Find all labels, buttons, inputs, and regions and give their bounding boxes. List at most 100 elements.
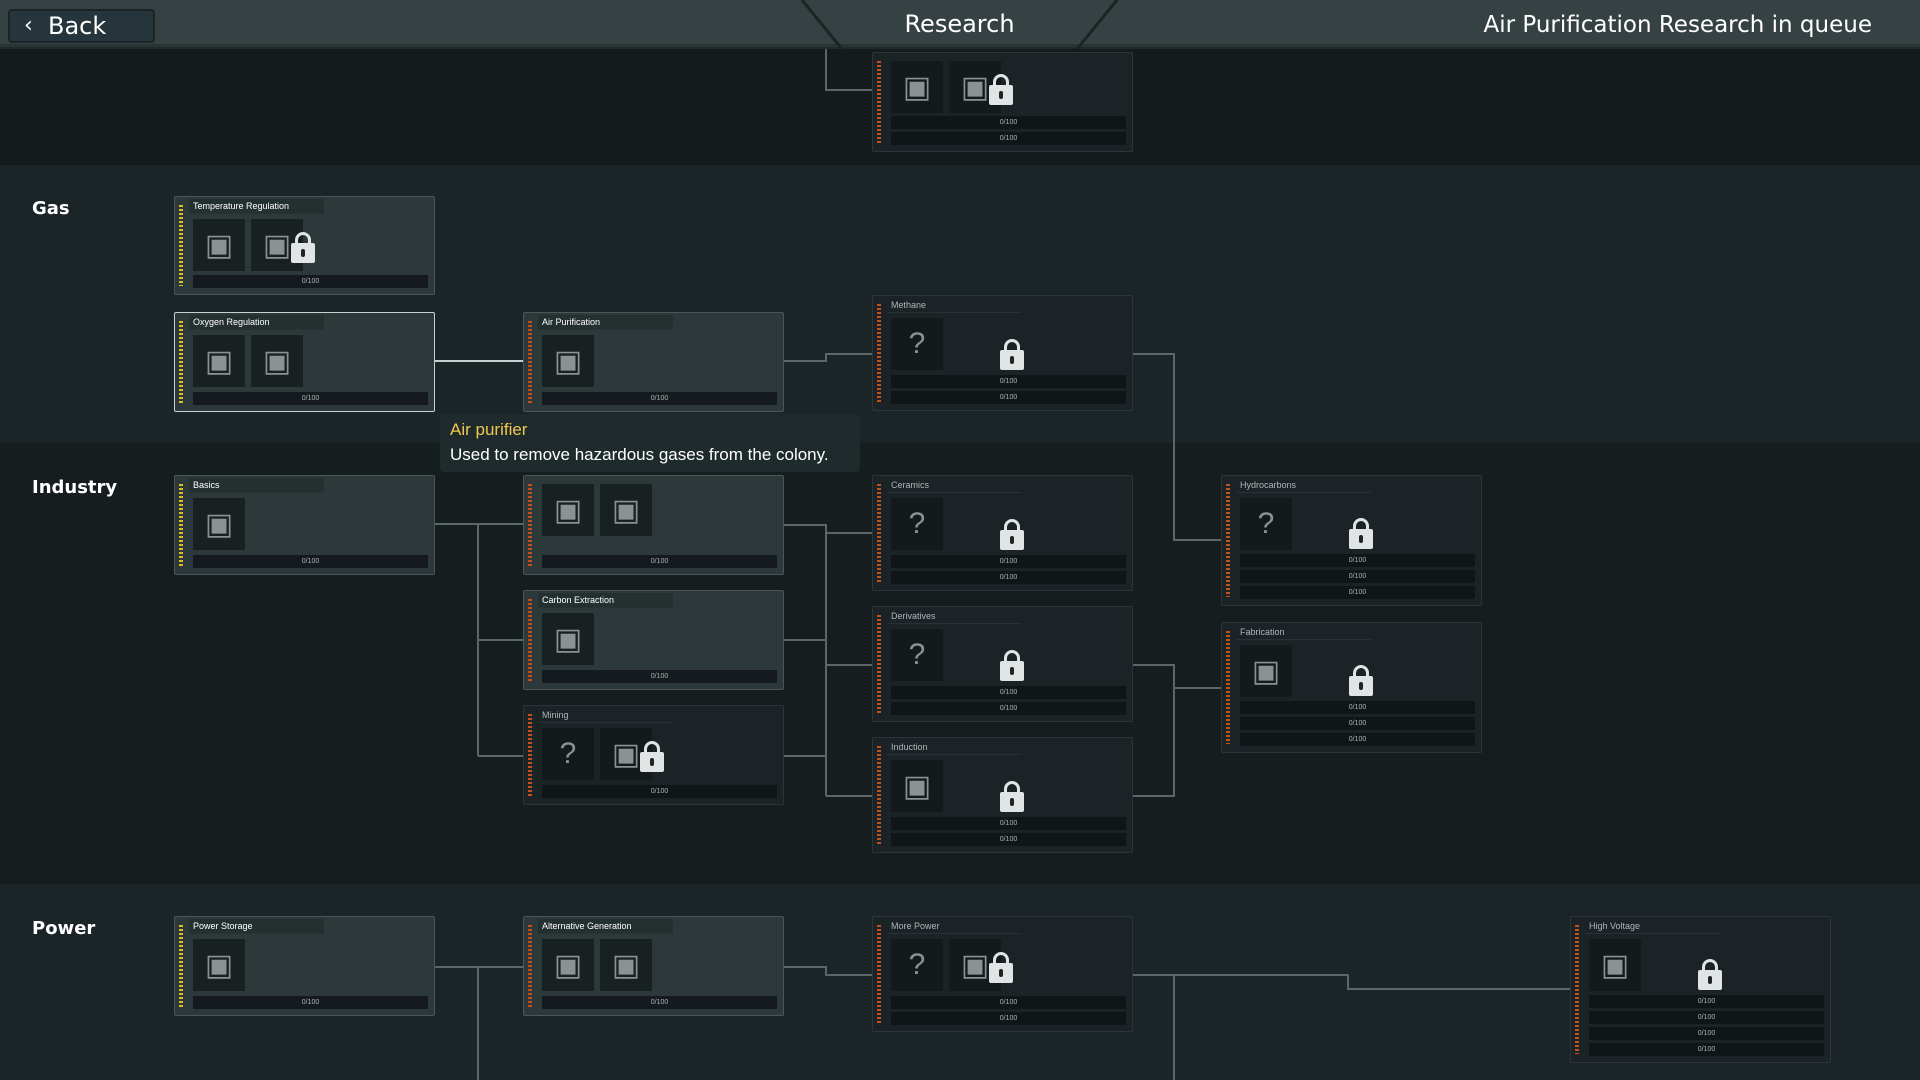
research-node-mining[interactable]: Mining?▣0/100: [523, 705, 784, 805]
header-divider: [800, 0, 1119, 49]
back-button[interactable]: ‹ Back: [8, 9, 155, 43]
lock-icon: [1000, 339, 1024, 370]
category-power: Power: [32, 918, 96, 939]
progress-bar: 0/100: [891, 116, 1126, 129]
battery-icon[interactable]: ▣: [193, 939, 245, 991]
lock-icon: [291, 232, 315, 263]
progress-bar: 0/100: [542, 392, 777, 405]
connector: [1131, 974, 1570, 990]
unknown-icon[interactable]: ?: [891, 629, 943, 681]
status-stripe: [528, 599, 532, 681]
status-stripe: [877, 484, 881, 582]
progress-bar: 0/100: [542, 996, 777, 1009]
research-node-more-power[interactable]: More Power?▣ 0/100 0/100: [872, 916, 1133, 1032]
category-gas: Gas: [32, 198, 70, 219]
progress-bar: 0/100: [1240, 586, 1475, 599]
progress-bar: 0/100: [891, 375, 1126, 388]
oxygen-diffuser-icon[interactable]: ▣: [251, 335, 303, 387]
status-stripe: [528, 714, 532, 796]
status-stripe: [1226, 484, 1230, 597]
research-node-air-purification[interactable]: Air Purification ▣ 0/100: [523, 312, 784, 412]
lock-icon: [989, 74, 1013, 105]
node-title: Air Purification: [538, 315, 673, 330]
power-pole-icon[interactable]: ▣: [600, 939, 652, 991]
node-title: Oxygen Regulation: [189, 315, 324, 330]
research-node-carbon-extraction[interactable]: Carbon Extraction▣0/100: [523, 590, 784, 690]
back-label: Back: [48, 12, 107, 40]
queue-status: Air Purification Research in queue: [1483, 12, 1872, 38]
liquid-heater-icon[interactable]: ▣: [251, 219, 315, 271]
lock-icon: [1000, 650, 1024, 681]
research-node-oxygen-regulation[interactable]: Oxygen Regulation▣▣0/100: [174, 312, 435, 412]
research-node-basics[interactable]: Basics▣0/100: [174, 475, 435, 575]
battery-icon[interactable]: ▣: [949, 939, 1013, 991]
connector: [784, 353, 872, 362]
electrolyzer-icon[interactable]: ▣: [193, 335, 245, 387]
status-stripe: [179, 925, 183, 1007]
fabricator-icon[interactable]: ▣: [1240, 645, 1292, 697]
node-title: Methane: [887, 298, 1022, 313]
research-node-temperature-regulation[interactable]: Temperature Regulation▣▣0/100: [174, 196, 435, 295]
progress-bar: 0/100: [891, 1012, 1126, 1025]
unknown-icon[interactable]: ?: [891, 939, 943, 991]
progress-bar: 0/100: [891, 833, 1126, 846]
unknown-icon[interactable]: ?: [1240, 498, 1292, 550]
research-node-industry-hidden[interactable]: ▣▣ 0/100: [523, 475, 784, 575]
progress-bar: 0/100: [193, 996, 428, 1009]
status-stripe: [528, 925, 532, 1007]
research-node-power-storage[interactable]: Power Storage▣0/100: [174, 916, 435, 1016]
unknown-icon[interactable]: ?: [891, 318, 943, 370]
progress-bar: 0/100: [1240, 733, 1475, 746]
node-title: More Power: [887, 919, 1022, 934]
storage-bin-icon[interactable]: ▣: [193, 498, 245, 550]
status-stripe: [877, 304, 881, 402]
node-title: Fabrication: [1236, 625, 1371, 640]
research-node-methane[interactable]: Methane? 0/100 0/100: [872, 295, 1133, 411]
carbon-skimmer-icon[interactable]: ▣: [542, 613, 594, 665]
kiln-icon[interactable]: ▣: [542, 484, 594, 536]
generator-icon[interactable]: ▣: [891, 61, 943, 113]
lock-icon: [1698, 959, 1722, 990]
lock-icon: [1000, 781, 1024, 812]
research-node-alternative-generation[interactable]: Alternative Generation▣▣0/100: [523, 916, 784, 1016]
chevron-left-icon: ‹: [24, 13, 33, 38]
progress-bar: 0/100: [542, 785, 777, 798]
status-stripe: [528, 484, 532, 566]
progress-bar: 0/100: [1589, 1011, 1824, 1024]
progress-bar: 0/100: [891, 391, 1126, 404]
progress-bar: 0/100: [1589, 995, 1824, 1008]
transformer-icon[interactable]: ▣: [1589, 939, 1641, 991]
heater-icon[interactable]: ▣: [193, 219, 245, 271]
induction-machine-icon[interactable]: ▣: [891, 760, 943, 812]
connector: [784, 524, 827, 796]
node-title: Temperature Regulation: [189, 199, 324, 214]
tooltip: Air purifier Used to remove hazardous ga…: [440, 414, 860, 472]
lock-icon: [989, 952, 1013, 983]
unknown-icon[interactable]: ?: [891, 498, 943, 550]
progress-bar: 0/100: [1240, 554, 1475, 567]
progress-bar: 0/100: [891, 996, 1126, 1009]
workbench-icon[interactable]: ▣: [600, 484, 652, 536]
status-stripe: [1226, 631, 1230, 744]
progress-bar: 0/100: [542, 670, 777, 683]
header-bar: ‹Back Research Air Purification Research…: [0, 0, 1920, 49]
turbine-icon[interactable]: ▣: [542, 939, 594, 991]
tooltip-body: Used to remove hazardous gases from the …: [450, 445, 829, 464]
progress-bar: 0/100: [1240, 701, 1475, 714]
progress-bar: 0/100: [542, 555, 777, 568]
status-stripe: [179, 321, 183, 403]
air-purifier-icon[interactable]: ▣: [542, 335, 594, 387]
machine-icon[interactable]: ▣: [949, 61, 1013, 113]
status-stripe: [877, 925, 881, 1023]
unknown-icon[interactable]: ?: [542, 728, 594, 780]
connector: [1131, 353, 1221, 541]
auto-miner-icon[interactable]: ▣: [600, 728, 664, 780]
progress-bar: 0/100: [891, 571, 1126, 584]
